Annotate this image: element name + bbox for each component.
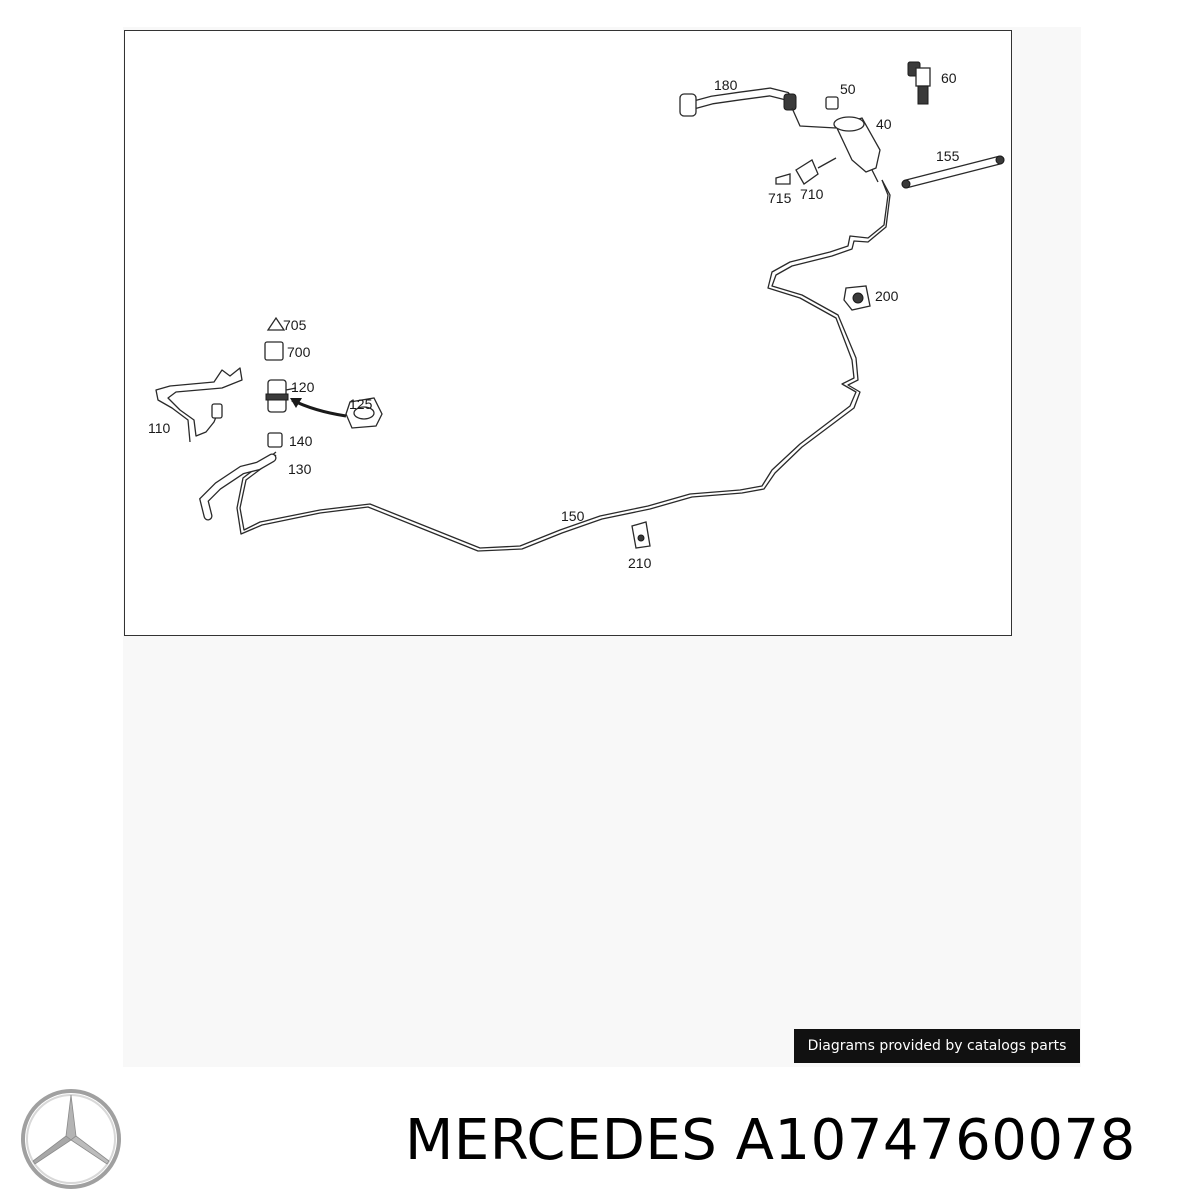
leader-180 (791, 107, 837, 129)
hose-180 (679, 87, 797, 117)
callout-125: 125 (349, 396, 373, 412)
callout-710: 710 (800, 186, 824, 202)
part-700 (264, 341, 284, 361)
callout-40: 40 (876, 116, 892, 132)
callout-120: 120 (291, 379, 315, 395)
part-110-sensor (211, 403, 223, 419)
callout-150: 150 (561, 508, 585, 524)
part-125 (290, 397, 383, 429)
credit-banner: Diagrams provided by catalogs parts (794, 1029, 1080, 1063)
hose-130 (199, 453, 277, 521)
part-40 (833, 116, 881, 183)
part-200 (843, 285, 871, 311)
callout-180: 180 (714, 77, 738, 93)
pipe-155 (901, 155, 1005, 189)
callout-210: 210 (628, 555, 652, 571)
part-710 (795, 157, 837, 185)
part-715 (775, 173, 791, 185)
callout-110: 110 (148, 420, 171, 436)
product-title: MERCEDES A1074760078 (405, 1108, 1136, 1173)
line-150 (236, 179, 891, 552)
part-140 (267, 432, 283, 448)
callout-715: 715 (768, 190, 792, 206)
callout-705: 705 (283, 317, 307, 333)
part-210 (631, 521, 651, 549)
line-110 (155, 367, 243, 443)
callout-155: 155 (936, 148, 960, 164)
part-60 (907, 61, 931, 105)
mercedes-star-logo-icon (21, 1089, 121, 1189)
part-50 (825, 96, 839, 110)
part-120 (265, 379, 297, 413)
callout-50: 50 (840, 81, 856, 97)
callout-140: 140 (289, 433, 313, 449)
callout-700: 700 (287, 344, 311, 360)
callout-60: 60 (941, 70, 957, 86)
callout-200: 200 (875, 288, 899, 304)
callout-130: 130 (288, 461, 312, 477)
part-705 (266, 316, 286, 331)
